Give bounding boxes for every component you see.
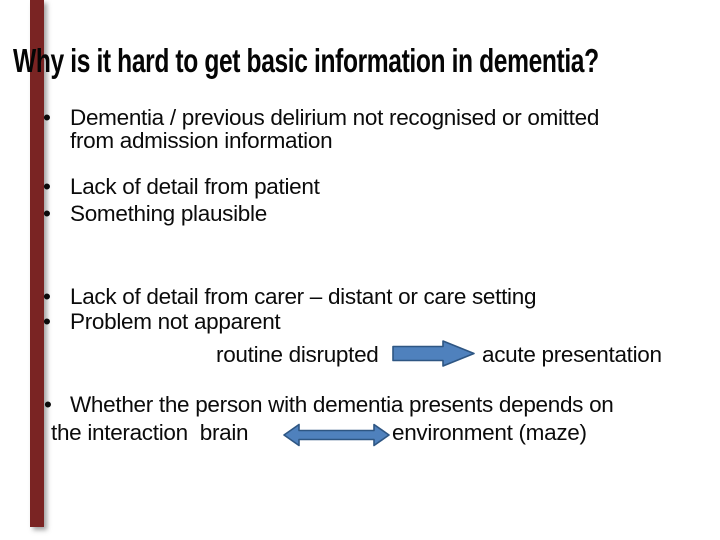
bullet-item-3: Something plausible: [70, 201, 267, 226]
bullet-dot-icon: •: [43, 174, 51, 199]
bullet-dot-icon: •: [44, 392, 52, 417]
left-right-arrow-shape: [283, 423, 390, 447]
bullet-dot-icon: •: [43, 201, 51, 226]
right-arrow-icon: [392, 340, 475, 367]
bullet-item-6-line-1: Whether the person with dementia present…: [70, 392, 614, 417]
bullet-item-2: Lack of detail from patient: [70, 174, 320, 199]
left-right-arrow-icon: [283, 423, 390, 447]
slide-title: Why is it hard to get basic information …: [13, 42, 599, 79]
bullet-item-1-line-2: from admission information: [70, 128, 333, 153]
bullet-dot-icon: •: [43, 105, 51, 130]
bullet-dot-icon: •: [43, 284, 51, 309]
bullet-dot-icon: •: [43, 309, 51, 334]
flow-right-label: acute presentation: [482, 342, 662, 367]
flow-left-label: routine disrupted: [216, 342, 379, 367]
bullet-item-5: Problem not apparent: [70, 309, 281, 334]
bullet-item-6-line-2-left: the interaction brain: [51, 420, 249, 445]
right-arrow-shape: [392, 340, 475, 367]
bullet-item-4: Lack of detail from carer – distant or c…: [70, 284, 537, 309]
accent-bar: [30, 0, 44, 527]
bullet-item-1-line-1: Dementia / previous delirium not recogni…: [70, 105, 600, 130]
bullet-item-6-line-2-right: environment (maze): [392, 420, 587, 445]
